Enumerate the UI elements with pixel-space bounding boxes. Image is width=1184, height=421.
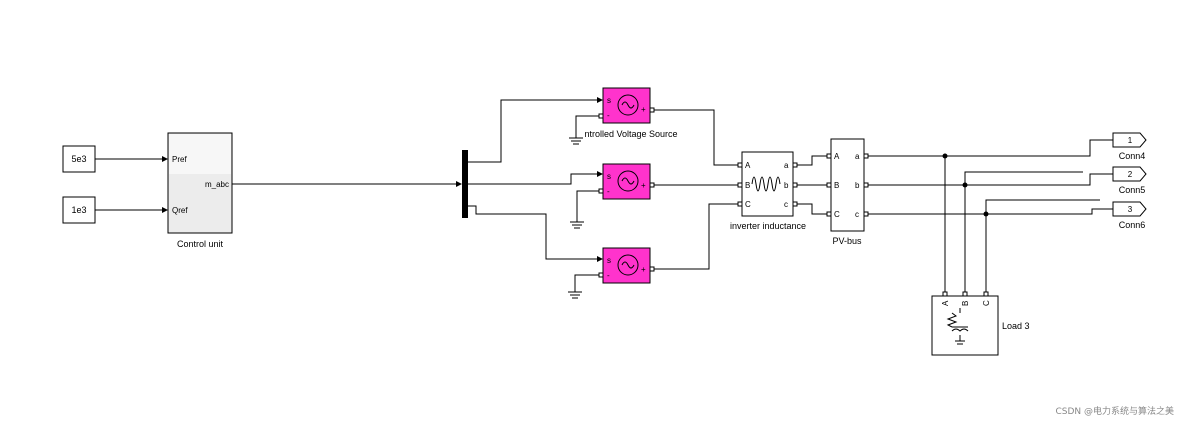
wire-demux-out2 — [468, 171, 603, 185]
svg-text:a: a — [855, 152, 860, 161]
load-rlc-icon — [946, 308, 969, 345]
pv-bus-block[interactable]: A B C a b c — [826, 138, 869, 232]
svg-text:b: b — [855, 181, 860, 190]
load-block[interactable]: A B C — [931, 291, 999, 356]
ground-2 — [570, 190, 599, 229]
constant-block-qref[interactable]: 1e3 — [62, 196, 96, 224]
wire-ind-pv-c — [797, 203, 828, 215]
voltage-source-1[interactable]: s - + — [598, 87, 655, 124]
svg-text:B: B — [745, 181, 750, 190]
inverter-inductance-name: inverter inductance — [730, 221, 806, 231]
ground-1 — [569, 115, 599, 145]
connector-conn5-name: Conn5 — [1119, 185, 1146, 195]
control-unit-name: Control unit — [177, 239, 224, 249]
connector-conn5[interactable]: 2 — [1112, 166, 1147, 182]
inverter-inductance-block[interactable]: A B C a b c — [737, 151, 798, 217]
svg-text:s: s — [607, 256, 611, 265]
wire-jct-C — [985, 199, 1100, 214]
svg-text:b: b — [784, 181, 789, 190]
wire-pv-conn6 — [868, 208, 1113, 215]
voltage-source-2[interactable]: s - + — [598, 163, 655, 200]
svg-text:5e3: 5e3 — [71, 154, 86, 164]
demux-block[interactable] — [462, 150, 468, 218]
svg-text:-: - — [607, 111, 610, 120]
svg-text:c: c — [855, 210, 859, 219]
svg-text:C: C — [745, 200, 751, 209]
svg-text:1e3: 1e3 — [71, 205, 86, 215]
wire-src1-A — [654, 109, 740, 166]
svg-text:+: + — [641, 181, 646, 190]
connector-conn6-name: Conn6 — [1119, 220, 1146, 230]
pv-bus-name: PV-bus — [832, 236, 862, 246]
svg-text:a: a — [784, 161, 789, 170]
wire-demux-out3 — [468, 205, 603, 262]
svg-text:c: c — [784, 200, 788, 209]
wire-pv-conn5 — [868, 173, 1113, 186]
load-name: Load 3 — [1002, 321, 1030, 331]
svg-text:2: 2 — [1128, 170, 1133, 179]
svg-text:A: A — [745, 161, 751, 170]
control-unit-output-label: m_abc — [205, 180, 229, 189]
inductor-coil-icon — [751, 176, 781, 192]
svg-text:+: + — [641, 105, 646, 114]
svg-text:-: - — [607, 271, 610, 280]
svg-text:A: A — [834, 152, 840, 161]
svg-text:A: A — [941, 300, 950, 306]
wire-ind-pv-a — [797, 155, 828, 166]
svg-text:s: s — [607, 172, 611, 181]
svg-text:-: - — [607, 187, 610, 196]
connector-conn4-name: Conn4 — [1119, 151, 1146, 161]
svg-text:C: C — [982, 300, 991, 306]
voltage-source-3[interactable]: s - + — [598, 247, 655, 284]
control-unit-input-pref: Pref — [172, 155, 187, 164]
constant-block-pref[interactable]: 5e3 — [62, 145, 96, 173]
wire-jct-B — [964, 171, 1083, 185]
connector-conn6[interactable]: 3 — [1112, 201, 1147, 217]
connector-conn4[interactable]: 1 — [1112, 132, 1147, 148]
voltage-source-label: ntrolled Voltage Source — [584, 129, 677, 139]
watermark: CSDN @电力系统与算法之美 — [1055, 405, 1174, 417]
ground-3 — [568, 274, 599, 299]
svg-text:B: B — [834, 181, 839, 190]
wire-demux-out1 — [468, 97, 603, 163]
control-unit-block[interactable]: Pref Qref m_abc — [167, 132, 233, 234]
svg-text:C: C — [834, 210, 840, 219]
svg-text:B: B — [961, 301, 970, 306]
control-unit-input-qref: Qref — [172, 206, 188, 215]
svg-text:s: s — [607, 96, 611, 105]
wire-src3-C — [654, 203, 740, 270]
svg-text:3: 3 — [1128, 205, 1133, 214]
wire-pv-conn4 — [868, 139, 1113, 157]
svg-text:1: 1 — [1128, 136, 1133, 145]
svg-text:+: + — [641, 265, 646, 274]
